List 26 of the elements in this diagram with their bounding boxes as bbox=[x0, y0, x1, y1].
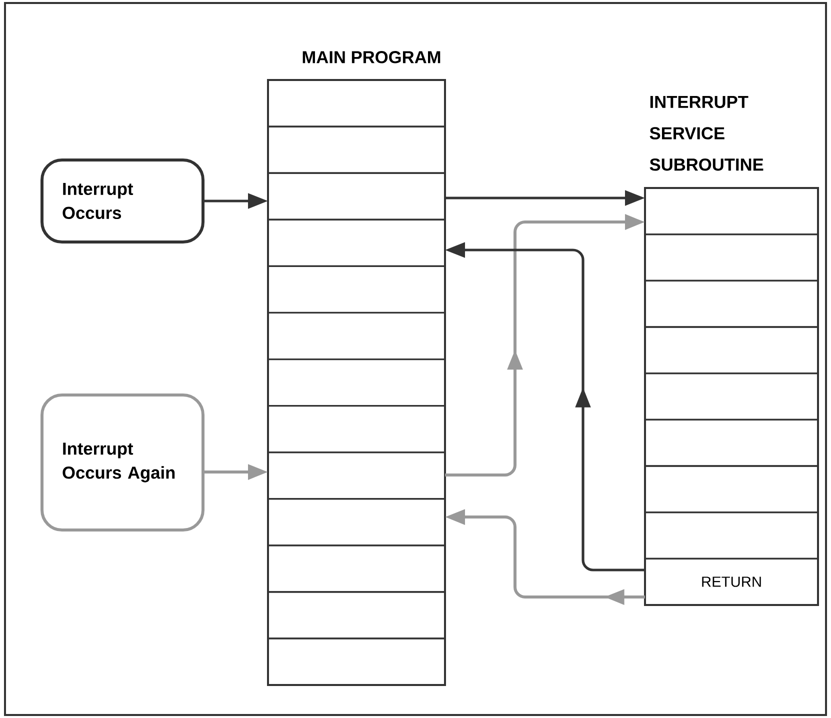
memory-row bbox=[267, 452, 446, 500]
memory-row bbox=[267, 544, 446, 593]
memory-row bbox=[644, 234, 819, 282]
memory-row bbox=[644, 326, 819, 374]
return-row: RETURN bbox=[644, 558, 819, 606]
memory-row bbox=[267, 312, 446, 360]
column-heading: INTERRUPT SERVICE SUBROUTINE bbox=[650, 96, 764, 171]
memory-row bbox=[267, 591, 446, 640]
memory-row bbox=[267, 79, 446, 128]
column-heading: MAIN PROGRAM bbox=[302, 51, 440, 64]
memory-row bbox=[644, 280, 819, 328]
memory-row bbox=[267, 265, 446, 314]
memory-row bbox=[267, 218, 446, 267]
memory-row bbox=[267, 126, 446, 174]
memory-row bbox=[644, 465, 819, 514]
event-box: Interrupt Occurs bbox=[40, 158, 204, 244]
memory-row bbox=[644, 418, 819, 467]
memory-row bbox=[644, 372, 819, 420]
event-box: Interrupt Occurs Again bbox=[40, 394, 204, 532]
memory-row bbox=[267, 358, 446, 407]
memory-row bbox=[267, 498, 446, 546]
memory-row bbox=[644, 512, 819, 560]
memory-row bbox=[267, 404, 446, 454]
memory-row bbox=[267, 172, 446, 220]
memory-row bbox=[644, 187, 819, 236]
memory-row bbox=[267, 638, 446, 686]
